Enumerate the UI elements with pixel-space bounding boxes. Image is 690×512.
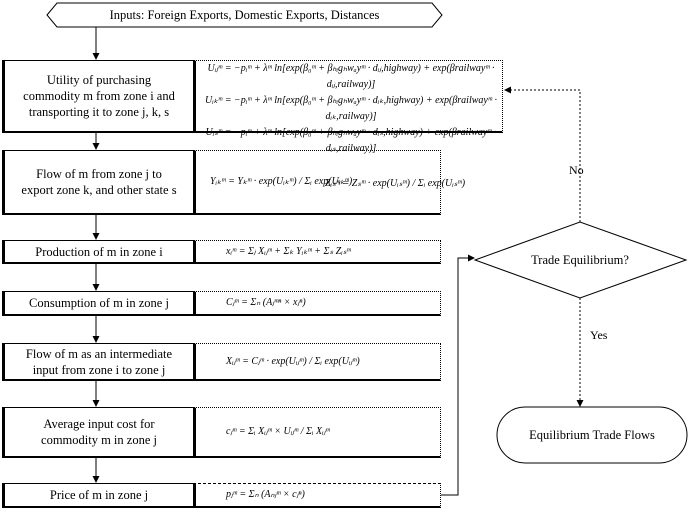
- input-hexagon: [46, 2, 443, 28]
- result-terminal: [496, 406, 688, 464]
- step-consumption: Consumption of m in zone j: [2, 291, 194, 316]
- formula-price: pⱼᵐ = Σₙ (Aₙⱼᵐ × cⱼⁿ): [193, 483, 441, 508]
- result-label: Equilibrium Trade Flows: [529, 428, 655, 442]
- step-intermediate-flow: Flow of m as an intermediate input from …: [2, 343, 194, 381]
- step-utility: Utility of purchasing commodity m from z…: [2, 60, 194, 133]
- formula-uis: Uᵢₛᵐ = −pᵢᵐ + λᵐ ln[exp(β₀ᵐ + βₕᵢgₕwₐyᵐ …: [205, 127, 497, 154]
- formula-z: Zᵢₛᵐ = Zₛᵐ · exp(Uᵢₛᵐ) / Σᵢ exp(Uᵢₛᵐ): [325, 178, 466, 189]
- formula-uik: Uᵢₖᵐ = −pᵢᵐ + λᵐ ln[exp(β₀ᵐ + βₕᵢgₕwₐyᵐ …: [204, 95, 498, 122]
- formula-consumption: Cⱼᵐ = Σₙ (Aⱼᵐⁿ × xⱼⁿ): [193, 291, 441, 316]
- step-flow-export: Flow of m from zone j to export zone k, …: [2, 150, 194, 215]
- formula-utility: Uᵢⱼᵐ = −pᵢᵐ + λᵐ ln[exp(β₀ᵐ + βₕᵢgₕwₐyᵐ …: [193, 60, 503, 154]
- decision-diamond: [473, 221, 688, 299]
- step-input-cost: Average input cost for commodity m in zo…: [2, 407, 194, 458]
- formula-production: xᵢᵐ = Σⱼ Xᵢⱼᵐ + Σₖ Yᵢₖᵐ + Σₛ Zᵢₛᵐ: [193, 240, 441, 264]
- formula-uij: Uᵢⱼᵐ = −pᵢᵐ + λᵐ ln[exp(β₀ᵐ + βₕᵢgₕwₐyᵐ …: [207, 63, 495, 90]
- formula-input-cost: cⱼᵐ = Σᵢ Xᵢⱼᵐ × Uᵢⱼᵐ / Σᵢ Xᵢⱼᵐ: [193, 407, 441, 458]
- step-price: Price of m in zone j: [2, 483, 194, 508]
- formula-intermediate-flow: Xᵢⱼᵐ = Cⱼᵐ · exp(Uᵢⱼᵐ) / Σᵢ exp(Uᵢⱼᵐ): [193, 343, 441, 381]
- formula-flow-export: Yᵢₖᵐ = Yₖᵐ · exp(Uᵢₖᵐ) / Σᵢ exp(Uᵢₖᵐ): [193, 150, 441, 215]
- formula-y: Yᵢₖᵐ = Yₖᵐ · exp(Uᵢₖᵐ) / Σᵢ exp(Uᵢₖᵐ): [210, 176, 353, 187]
- decision-label: Trade Equilibrium?: [531, 253, 629, 267]
- step-production: Production of m in zone i: [2, 240, 194, 264]
- yes-label: Yes: [590, 328, 608, 342]
- inputs-label: Inputs: Foreign Exports, Domestic Export…: [109, 8, 380, 22]
- no-label: No: [569, 163, 584, 177]
